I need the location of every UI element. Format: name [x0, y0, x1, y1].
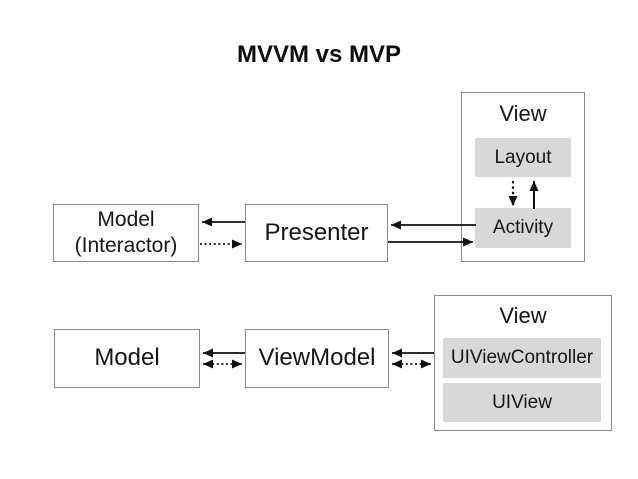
mvvm-model-box: Model — [54, 329, 200, 388]
mvp-model-interactor-box: Model (Interactor) — [53, 204, 199, 262]
mvvm-model-label: Model — [94, 344, 160, 372]
mvp-activity-label: Activity — [492, 217, 554, 238]
mvp-layout-label: Layout — [494, 146, 552, 168]
mvvm-view-container: View UIViewController UIView — [434, 295, 612, 431]
mvvm-uiview-box: UIView — [443, 383, 601, 422]
mvp-model-label-line1: Model — [97, 208, 155, 231]
mvp-model-label-line2: (Interactor) — [74, 234, 178, 257]
mvp-view-label: View — [499, 101, 547, 126]
mvvm-uiview-label: UIView — [492, 391, 552, 413]
mvvm-uiviewcontroller-box: UIViewController — [443, 338, 601, 378]
mvvm-viewmodel-label: ViewModel — [258, 344, 376, 372]
mvp-presenter-label: Presenter — [264, 218, 369, 246]
mvp-layout-box: Layout — [475, 138, 571, 177]
mvvm-uiviewcontroller-label: UIViewController — [450, 347, 594, 368]
page-title: MVVM vs MVP — [236, 41, 402, 68]
mvp-presenter-box: Presenter — [245, 204, 388, 262]
mvvm-view-label: View — [499, 303, 547, 328]
mvvm-viewmodel-box: ViewModel — [245, 329, 389, 388]
mvp-view-container: View Layout Activity — [461, 92, 585, 262]
mvp-activity-box: Activity — [475, 208, 571, 248]
